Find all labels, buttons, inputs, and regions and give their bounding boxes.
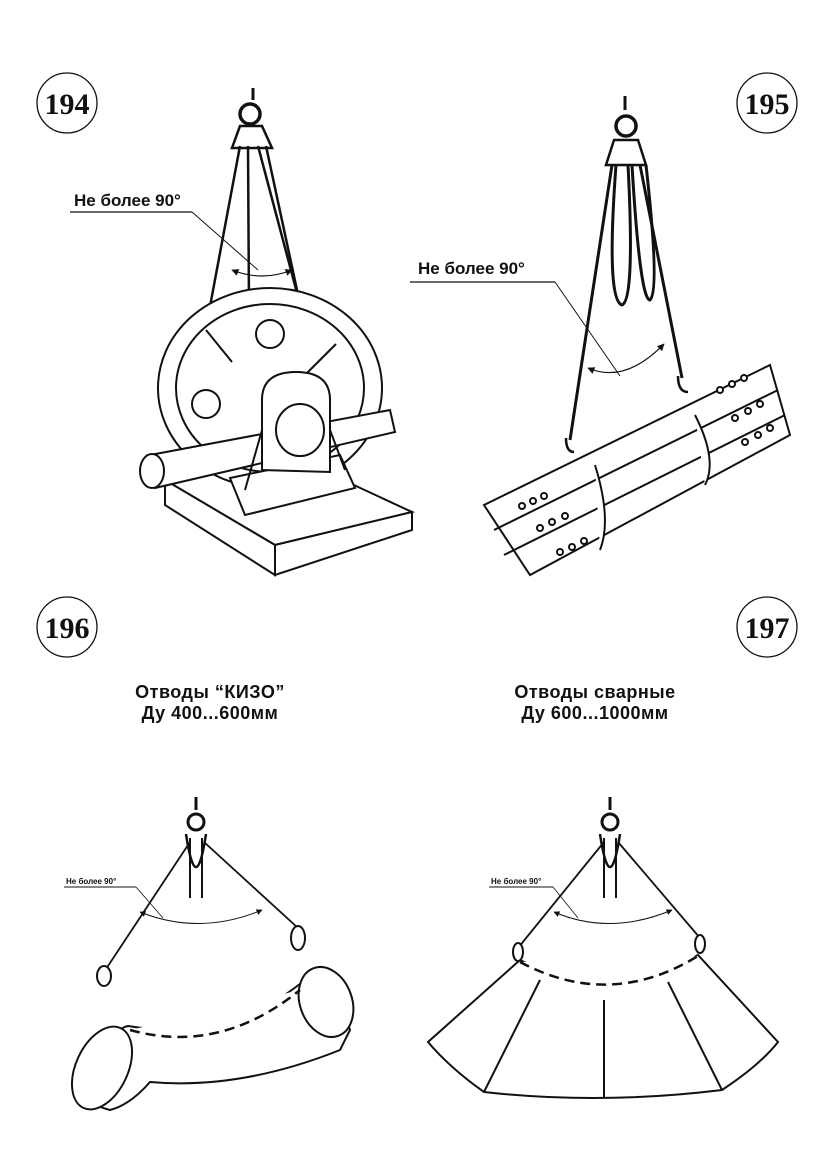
- caption-welded-bends: Отводы сварные Ду 600...1000мм: [465, 682, 725, 724]
- hook-icon: [676, 375, 689, 394]
- sling-ropes: [568, 164, 684, 441]
- figure-195: 195 Не более 90°: [410, 72, 798, 577]
- welded-pipe-bend: [426, 934, 780, 1100]
- pipe-bundle: [482, 363, 792, 577]
- figure-number: 195: [745, 88, 790, 121]
- angle-limit-label: Не более 90°: [418, 259, 525, 278]
- figure-number-badge: 194: [36, 72, 98, 134]
- angle-limit-label: Не более 90°: [74, 191, 181, 210]
- figure-number: 194: [45, 88, 90, 121]
- caption-kizo-bends: Отводы “КИЗО” Ду 400...600мм: [80, 682, 340, 724]
- figure-number: 197: [745, 612, 790, 645]
- crane-hook-icon: [184, 797, 208, 898]
- caption-line-2: Ду 400...600мм: [141, 703, 279, 723]
- caption-line-1: Отводы сварные: [514, 682, 676, 702]
- figure-197: 197 Не более 90°: [426, 596, 798, 1100]
- figure-number: 196: [45, 612, 90, 645]
- bearing-block: [228, 370, 357, 517]
- caption-line-1: Отводы “КИЗО”: [135, 682, 285, 702]
- caption-line-2: Ду 600...1000мм: [521, 703, 669, 723]
- figure-number-badge: 197: [736, 596, 798, 658]
- crane-hook-icon: [230, 88, 274, 150]
- sling-ropes: [103, 841, 299, 973]
- angle-limit-label: Не более 90°: [66, 877, 116, 886]
- angle-limit-label: Не более 90°: [491, 877, 541, 886]
- sling-ropes: [517, 841, 701, 949]
- hook-icon: [564, 437, 575, 454]
- figure-196: 196 Не более 90°: [36, 596, 355, 1112]
- pipe-elbow: [70, 925, 355, 1112]
- crane-hook-icon: [598, 797, 622, 898]
- crane-hook-icon: [604, 96, 648, 167]
- figure-194: 194 Не более 90°: [36, 72, 416, 577]
- figure-number-badge: 196: [36, 596, 98, 658]
- figure-number-badge: 195: [736, 72, 798, 134]
